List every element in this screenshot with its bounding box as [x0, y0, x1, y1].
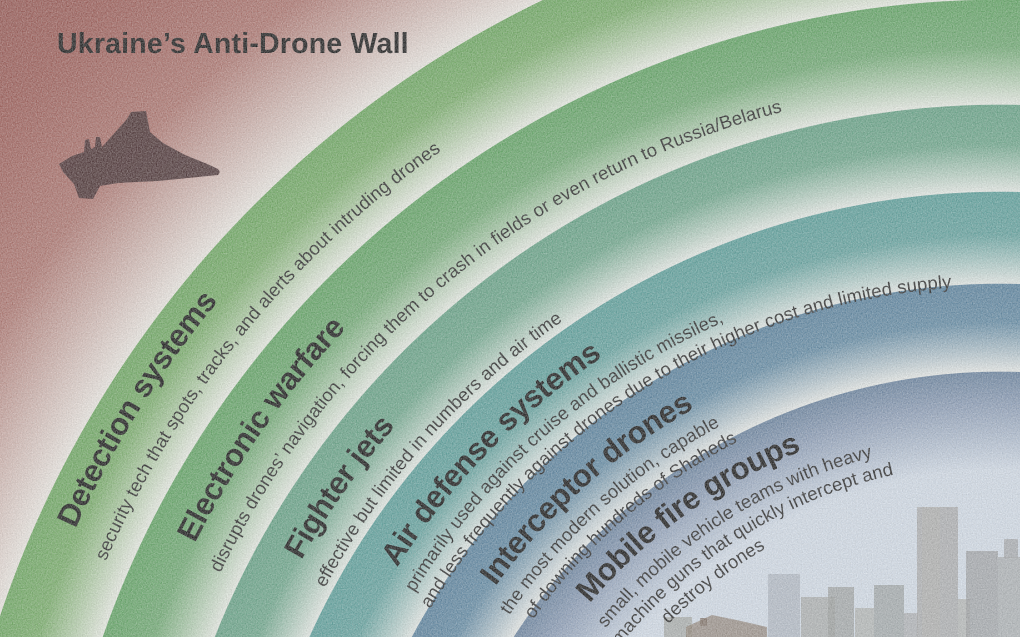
infographic-stage: Ukraine’s Anti-Drone Wall Detection syst…	[0, 0, 1020, 637]
anti-drone-wall-infographic: Ukraine’s Anti-Drone Wall Detection syst…	[0, 0, 1020, 637]
grain-texture-dark	[0, 0, 1020, 637]
